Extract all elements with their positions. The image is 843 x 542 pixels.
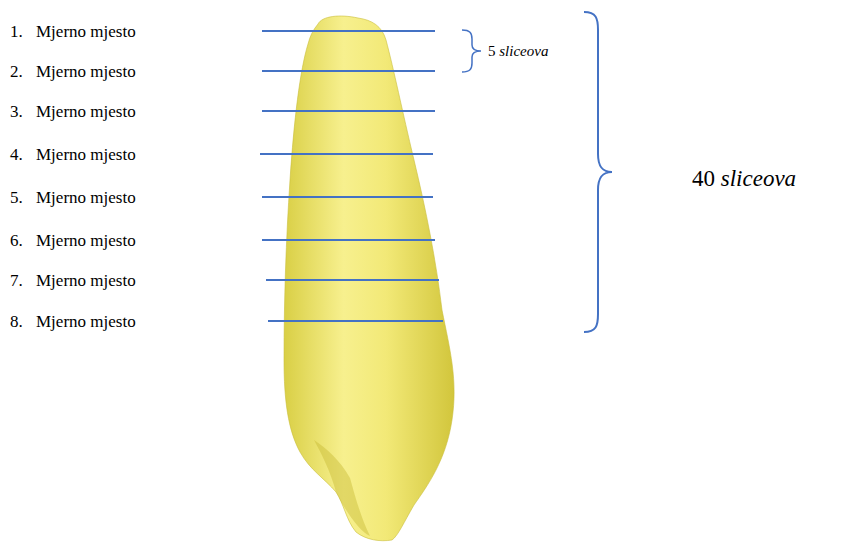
list-label: Mjerno mjesto (36, 146, 136, 163)
list-label: Mjerno mjesto (36, 272, 136, 289)
list-number: 8. (10, 313, 23, 330)
list-label: Mjerno mjesto (36, 232, 136, 249)
list-label: Mjerno mjesto (36, 23, 136, 40)
list-label: Mjerno mjesto (36, 313, 136, 330)
list-label: Mjerno mjesto (36, 103, 136, 120)
slice-count-label: 5 sliceova (488, 44, 548, 59)
measuring-line (266, 279, 439, 281)
tooth-shape (284, 16, 454, 541)
list-number: 5. (10, 189, 23, 206)
list-number: 3. (10, 103, 23, 120)
list-number: 6. (10, 232, 23, 249)
list-label: Mjerno mjesto (36, 63, 136, 80)
list-label: Mjerno mjesto (36, 189, 136, 206)
list-number: 1. (10, 23, 23, 40)
measuring-line (262, 110, 435, 112)
measuring-line (262, 30, 435, 32)
measuring-line (268, 320, 443, 322)
measuring-line (262, 70, 435, 72)
small-bracket (462, 30, 481, 72)
measuring-line (262, 196, 433, 198)
list-number: 2. (10, 63, 23, 80)
measuring-line (260, 153, 433, 155)
tooth-shading (314, 440, 370, 536)
list-number: 7. (10, 272, 23, 289)
measuring-line (262, 239, 435, 241)
list-number: 4. (10, 146, 23, 163)
slice-count-label: 40 sliceova (692, 167, 796, 190)
large-bracket (584, 12, 612, 332)
measuring-lines (260, 31, 443, 321)
